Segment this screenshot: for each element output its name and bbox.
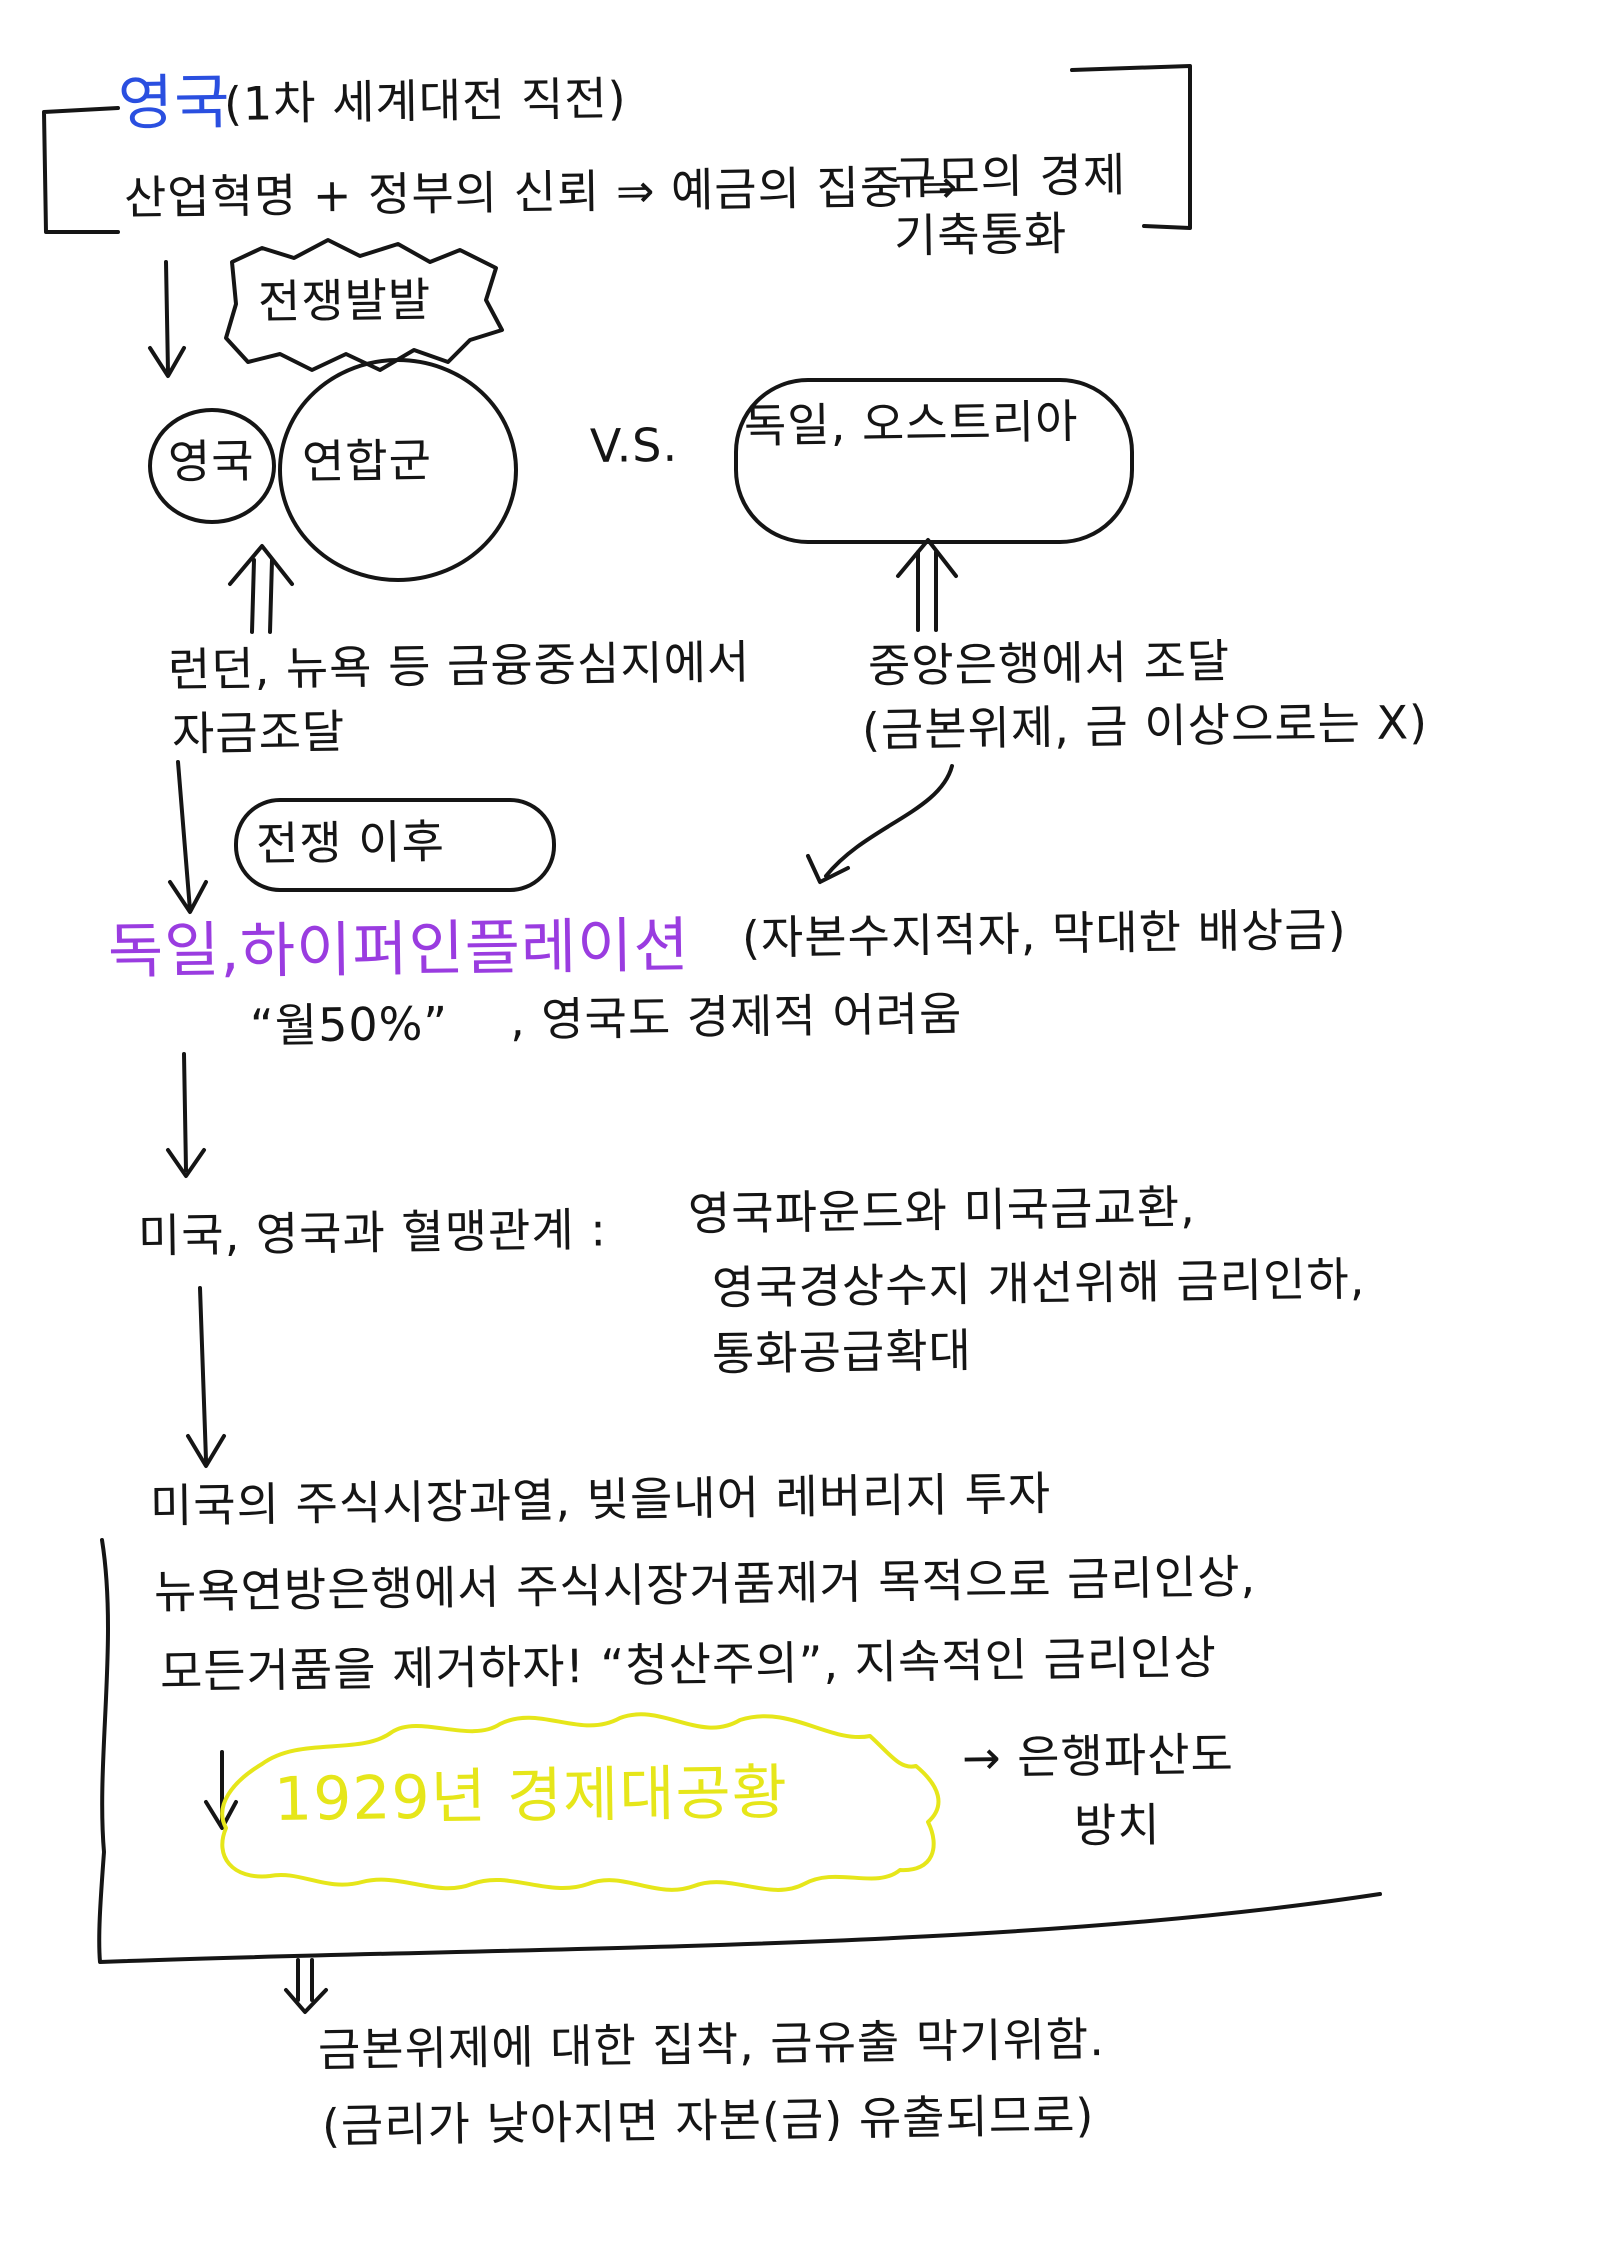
box-after-war — [234, 798, 556, 892]
bank-failure-line1: → 은행파산도 — [961, 1727, 1235, 1785]
bank-failure-line2: 방치 — [1073, 1797, 1162, 1853]
allies-union-label: 연합군 — [301, 433, 433, 489]
allies-uk-label: 영국 — [167, 433, 256, 489]
war-outbreak-label: 전쟁발발 — [257, 272, 432, 329]
great-depression-label: 1929년 경제대공황 — [273, 1757, 789, 1835]
section1-title-subtitle: (1차 세계대전 직전) — [223, 71, 627, 131]
vs-label: V.S. — [589, 417, 679, 473]
burst-outline-depression — [220, 1712, 941, 1892]
section6-line2: (금리가 낮아지면 자본(금) 유출되므로) — [321, 2088, 1095, 2153]
arrow-down-4 — [186, 1286, 226, 1468]
section3-hyperinflation: 하이퍼인플레이션 — [239, 910, 691, 987]
circle-allies — [278, 358, 518, 582]
double-arrow-down-6 — [284, 1958, 328, 2014]
section6-line1: 금본위제에 대한 집착, 금유출 막기위함. — [317, 2012, 1106, 2077]
double-arrow-up-germany — [896, 538, 958, 632]
curved-arrow-central-bank — [806, 764, 954, 884]
section4-line3: 통화공급확대 — [711, 1323, 973, 1381]
central-bank-line1: 중앙은행에서 조달 — [867, 633, 1231, 693]
box-germany-austria — [734, 378, 1134, 544]
section1-title-uk: 영국 — [117, 67, 231, 139]
section4-line2: 영국경상수지 개선위해 금리인하, — [711, 1251, 1366, 1315]
allies-funding-line1: 런던, 뉴욕 등 금융중심지에서 — [167, 634, 751, 697]
section-bracket-right — [1070, 64, 1192, 230]
arrow-down-2 — [168, 760, 208, 914]
arrow-down-3 — [166, 1052, 206, 1178]
arrow-down-1 — [148, 260, 186, 378]
circle-uk — [148, 408, 276, 524]
section4-lead: 미국, 영국과 혈맹관계 : — [137, 1202, 608, 1263]
double-arrow-up-allies — [228, 544, 294, 634]
section4-line1: 영국파운드와 미국금교환, — [687, 1179, 1197, 1241]
section3-germany: 독일, — [107, 915, 241, 987]
after-war-label: 전쟁 이후 — [255, 814, 446, 871]
germany-austria-label: 독일, 오스트리아 — [743, 394, 1079, 453]
burst-outline-1 — [224, 238, 504, 372]
allies-funding-line2: 자금조달 — [171, 704, 346, 761]
section-bracket-left — [42, 106, 120, 234]
section1-result-2: 기축통화 — [893, 206, 1068, 263]
section1-result-1: 규모의 경제 — [893, 147, 1127, 205]
section3-uk-hard: , 영국도 경제적 어려움 — [509, 986, 963, 1047]
central-bank-line2: (금본위제, 금 이상으로는 X) — [861, 695, 1429, 757]
section-box-5 — [97, 1538, 1382, 1964]
section3-detail: (자본수지적자, 막대한 배상금) — [741, 902, 1347, 965]
section3-monthly: “월50%” — [249, 996, 449, 1053]
